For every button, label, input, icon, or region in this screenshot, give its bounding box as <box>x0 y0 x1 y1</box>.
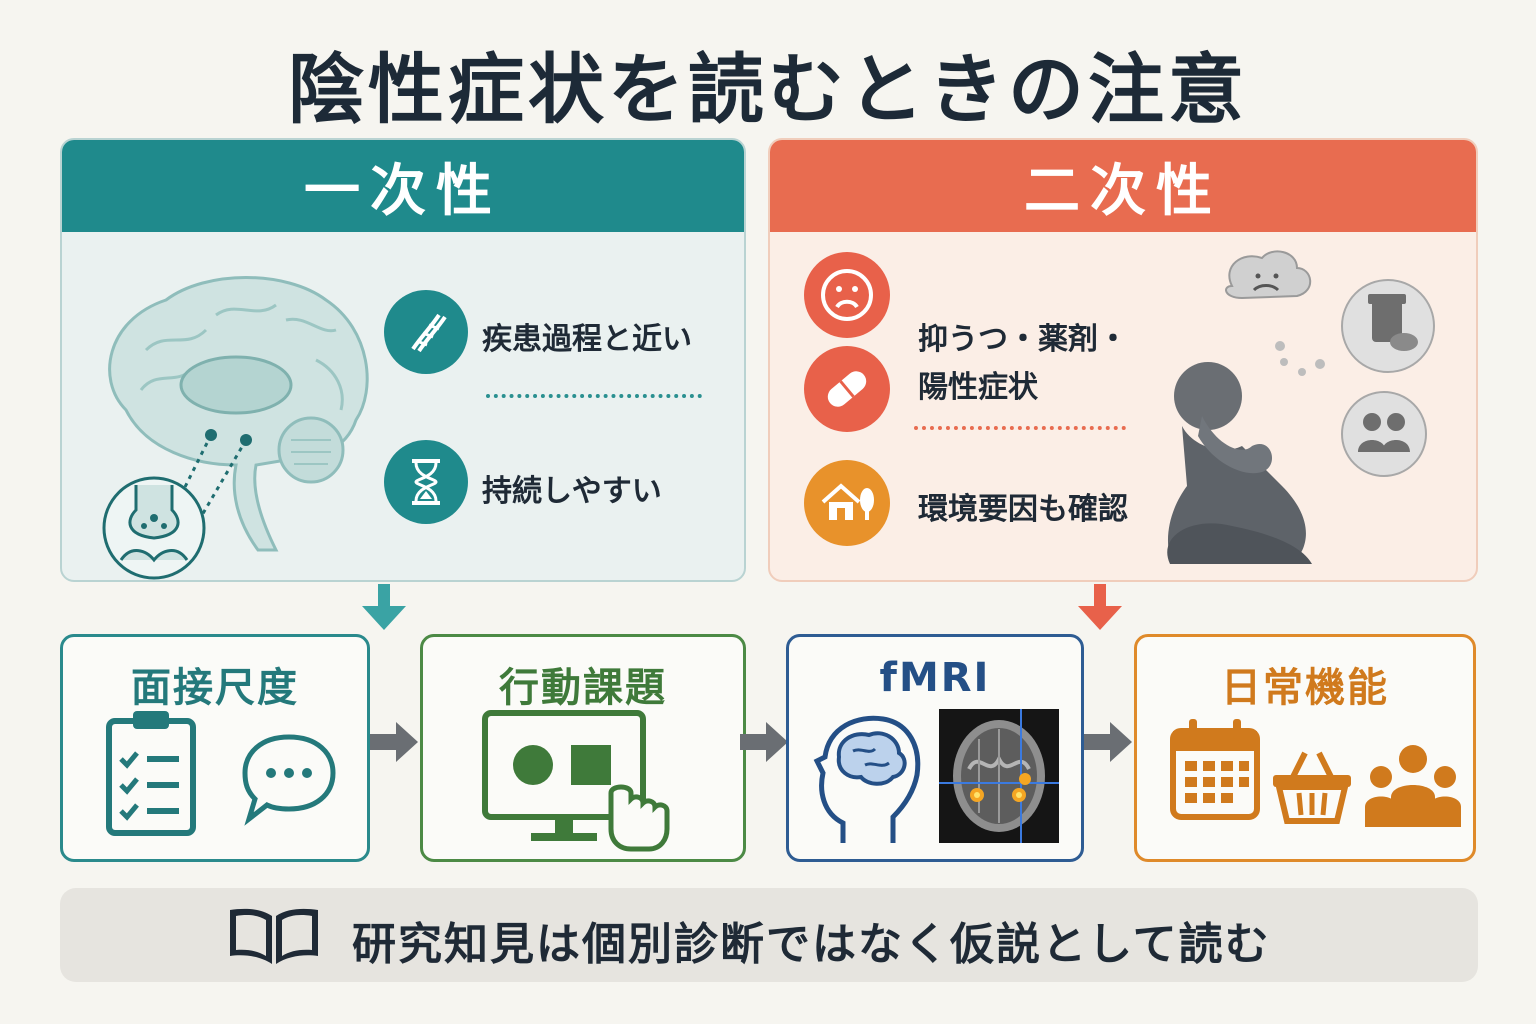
divider <box>914 426 1126 430</box>
measure-title: fMRI <box>879 655 991 701</box>
basket-icon <box>1273 751 1351 824</box>
hourglass-icon <box>384 440 468 524</box>
brain-scan-icon <box>939 709 1059 843</box>
measure-title: 行動課題 <box>499 665 667 711</box>
primary-item-1-label: 疾患過程と近い <box>482 322 692 357</box>
page-title: 陰性症状を読むときの注意 <box>288 45 1248 134</box>
right-arrow-icon <box>740 722 788 762</box>
clipboard-checklist-icon <box>106 711 196 836</box>
measure-title: 日常機能 <box>1221 665 1389 711</box>
sad-face-icon <box>804 252 890 338</box>
measure-behavior-task: 行動課題 <box>420 634 746 862</box>
measure-daily-function: 日常機能 <box>1134 634 1476 862</box>
right-arrow-icon <box>370 722 418 762</box>
dna-icon <box>384 290 468 374</box>
divider <box>486 394 702 398</box>
right-arrow-icon <box>1084 722 1132 762</box>
people-icon <box>1365 745 1461 827</box>
distressed-person-illustration <box>1167 250 1435 564</box>
head-brain-icon <box>813 715 921 843</box>
down-arrow-teal-icon <box>362 584 406 630</box>
secondary-item-1-line2: 陽性症状 <box>918 370 1038 405</box>
house-tree-icon <box>804 460 890 546</box>
calendar-icon <box>1170 719 1260 820</box>
speech-bubble-icon <box>242 734 336 826</box>
primary-heading: 一次性 <box>62 140 744 232</box>
monitor-touch-icon <box>482 710 670 852</box>
secondary-item-1-line1: 抑うつ・薬剤・ <box>918 322 1128 357</box>
secondary-item-2-label: 環境要因も確認 <box>918 492 1128 527</box>
footer-note: 研究知見は個別診断ではなく仮説として読む <box>60 888 1478 982</box>
footer-text: 研究知見は個別診断ではなく仮説として読む <box>352 919 1271 970</box>
open-book-icon <box>230 908 318 964</box>
measure-fmri: fMRI <box>786 634 1084 862</box>
primary-panel: 一次性 疾患過程と近い 持続しやすい <box>60 138 746 582</box>
measure-title: 面接尺度 <box>131 665 299 711</box>
secondary-panel: 二次性 抑うつ・薬剤・ 陽性症状 環境要因も確認 <box>768 138 1478 582</box>
secondary-heading: 二次性 <box>770 140 1476 232</box>
pill-icon <box>804 346 890 432</box>
brain-synapse-illustration <box>102 276 369 580</box>
down-arrow-red-icon <box>1078 584 1122 630</box>
primary-item-2-label: 持続しやすい <box>482 474 662 509</box>
measure-interview-scale: 面接尺度 <box>60 634 370 862</box>
